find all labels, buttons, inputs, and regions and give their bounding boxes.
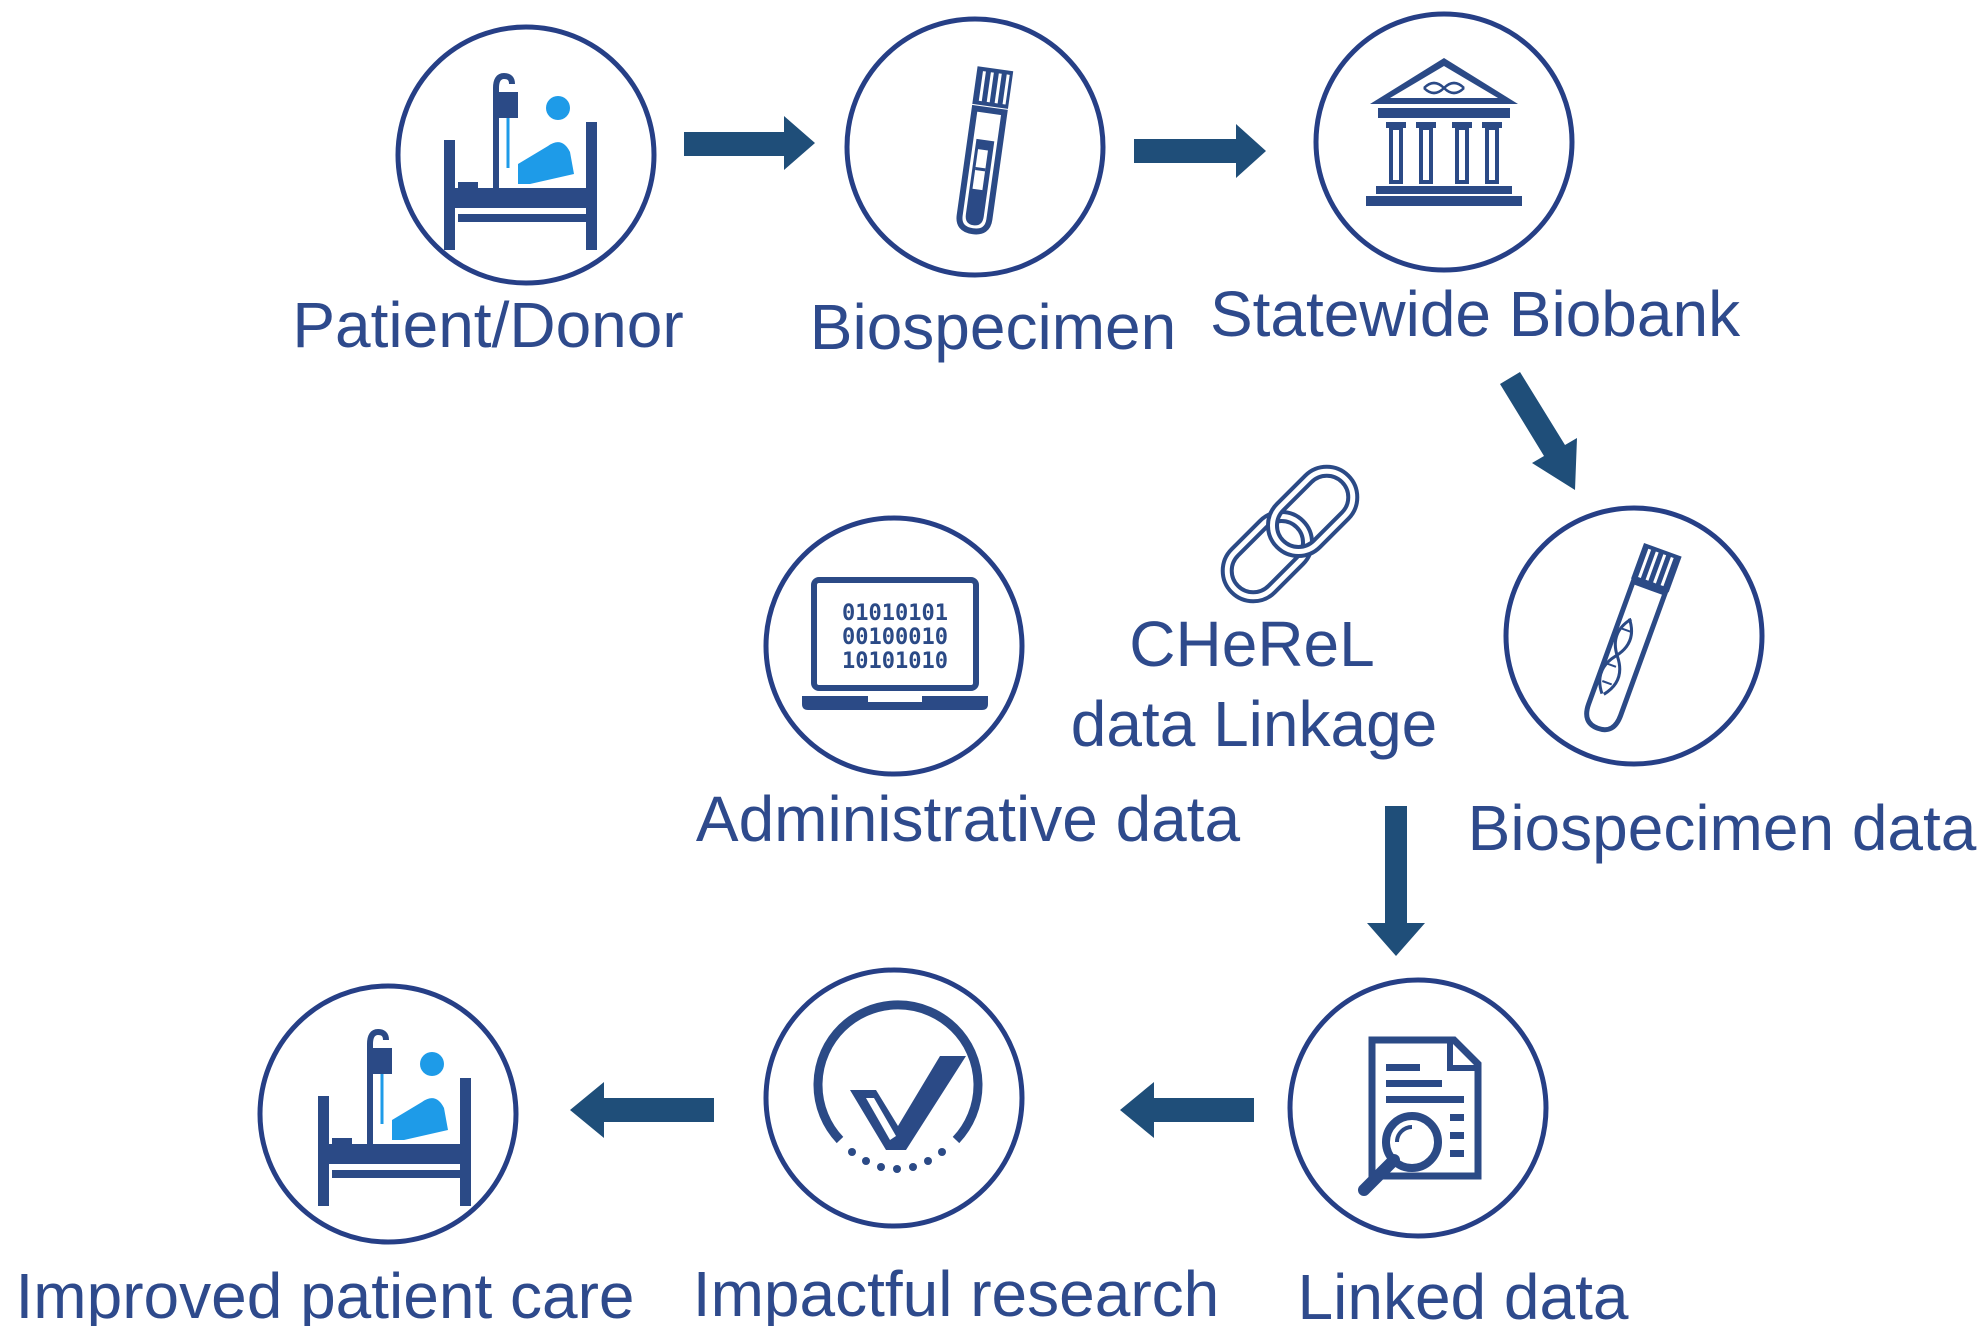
node-biospecimen: Biospecimen <box>810 16 1176 363</box>
linkage-label-line1: CHeReL <box>1129 608 1374 680</box>
arrow-biobank-to-biospecimen-data <box>1500 372 1577 490</box>
node-statewide-biobank: Statewide Biobank <box>1210 11 1741 350</box>
dna-test-tube-icon <box>1584 542 1682 733</box>
node-cherel-linkage: CHeReL data Linkage <box>1071 464 1438 760</box>
node-label: Biospecimen data <box>1468 792 1977 864</box>
laptop-binary-icon: 01010101 00100010 10101010 <box>802 577 988 710</box>
linkage-label-line2: data Linkage <box>1071 688 1438 760</box>
node-label: Impactful research <box>693 1258 1219 1326</box>
arrow-to-linked-data <box>1367 806 1425 956</box>
bank-building-icon <box>1366 58 1522 206</box>
node-label: Statewide Biobank <box>1210 278 1741 350</box>
node-administrative-data: 01010101 00100010 10101010 Administrativ… <box>696 515 1241 855</box>
checkmark-icon <box>813 1000 983 1173</box>
node-linked-data: Linked data <box>1287 977 1629 1326</box>
node-label: Administrative data <box>696 783 1241 855</box>
arrow-linked-to-research <box>1120 1082 1254 1138</box>
binary-line: 00100010 <box>842 625 948 650</box>
node-label: Patient/Donor <box>292 289 683 361</box>
arrow-biospecimen-to-biobank <box>1134 124 1266 178</box>
test-tube-icon <box>956 66 1014 235</box>
chain-link-icon <box>1220 464 1360 604</box>
document-magnifier-icon <box>1358 1036 1482 1196</box>
node-impactful-research: Impactful research <box>693 967 1219 1326</box>
node-label: Improved patient care <box>16 1260 635 1326</box>
binary-line: 10101010 <box>842 649 948 674</box>
arrow-research-to-care <box>570 1082 714 1138</box>
arrow-patient-to-biospecimen <box>684 116 815 170</box>
binary-line: 01010101 <box>842 601 948 626</box>
node-label: Biospecimen <box>810 291 1176 363</box>
node-label: Linked data <box>1298 1261 1629 1326</box>
node-patient-donor: Patient/Donor <box>292 24 684 361</box>
node-improved-patient-care: Improved patient care <box>16 983 635 1326</box>
node-biospecimen-data: Biospecimen data <box>1468 505 1977 864</box>
